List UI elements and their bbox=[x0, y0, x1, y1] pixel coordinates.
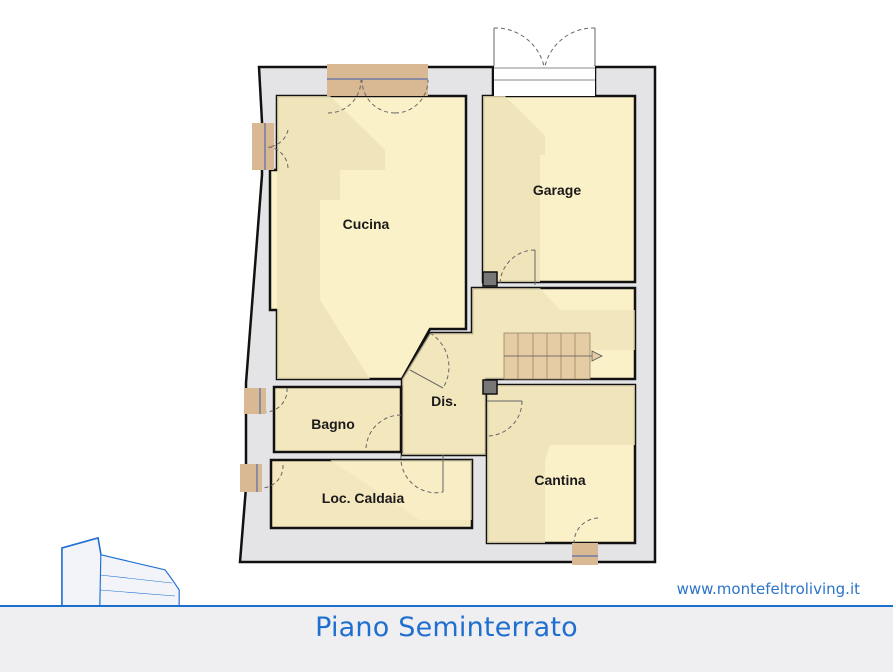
room-label-cucina: Cucina bbox=[342, 216, 390, 232]
room-label-cantina: Cantina bbox=[534, 472, 586, 488]
windows bbox=[240, 64, 598, 565]
footer-band bbox=[0, 605, 893, 672]
room-bagno bbox=[272, 385, 403, 454]
room-label-dis: Dis. bbox=[431, 393, 457, 409]
room-label-loc-caldaia: Loc. Caldaia bbox=[321, 490, 405, 506]
room-label-garage: Garage bbox=[532, 182, 582, 198]
stairs bbox=[503, 332, 603, 380]
castle-fortress-icon bbox=[0, 537, 893, 607]
floor-title: Piano Seminterrato bbox=[315, 612, 578, 643]
pillars bbox=[482, 271, 498, 395]
door-swings bbox=[261, 27, 599, 544]
website-link[interactable]: www.montefeltroliving.it bbox=[676, 580, 860, 598]
room-label-bagno: Bagno bbox=[311, 416, 355, 432]
